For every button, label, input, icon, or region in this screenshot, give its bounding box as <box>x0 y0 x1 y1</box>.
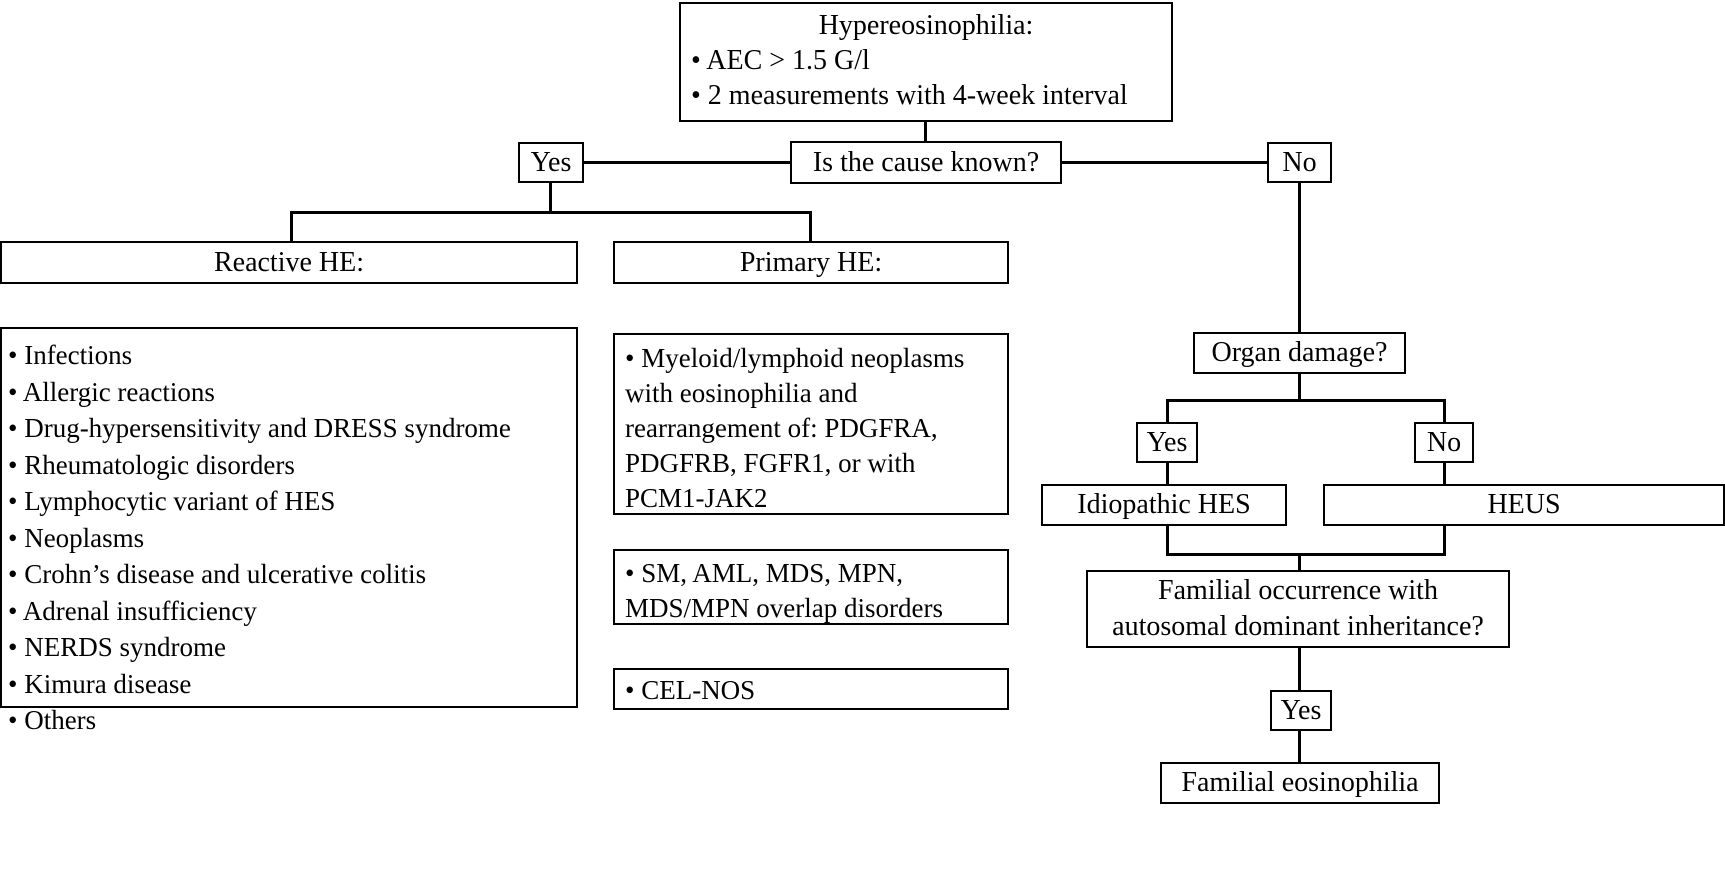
node-organ-damage-no[interactable]: No <box>1414 422 1474 463</box>
node-reactive-he-header: Reactive HE: <box>0 241 578 284</box>
reactive-item: • Crohn’s disease and ulcerative colitis <box>8 559 427 589</box>
hypereosinophilia-criterion-aec: • AEC > 1.5 G/l <box>691 45 870 76</box>
reactive-he-label: Reactive HE: <box>213 246 365 278</box>
node-heus: HEUS <box>1323 484 1725 526</box>
reactive-item: • Allergic reactions <box>8 376 215 407</box>
familial-occurrence-label: Familial occurrence with autosomal domin… <box>1112 575 1484 642</box>
node-primary-he-myeloid-disorders: • SM, AML, MDS, MPN, MDS/MPN overlap dis… <box>613 549 1009 625</box>
node-reactive-he-causes: • Infections • Allergic reactions • Drug… <box>0 327 578 735</box>
connector-no-to-organ-damage <box>1298 183 1301 332</box>
primary-he-group-3-text: • CEL-NOS <box>625 675 756 705</box>
node-familial-yes[interactable]: Yes <box>1270 690 1332 731</box>
hypereosinophilia-title: Hypereosinophilia: <box>818 10 1034 41</box>
node-primary-he-neoplasms: • Myeloid/lymphoid neoplasms with eosino… <box>613 333 1009 515</box>
organ-damage-yes-label: Yes <box>1146 426 1188 458</box>
is-cause-known-label: Is the cause known? <box>812 146 1040 178</box>
reactive-item: • Infections <box>8 340 133 370</box>
connector-no-to-heus <box>1443 463 1446 484</box>
connector-merge-to-familial-question <box>1298 553 1301 570</box>
reactive-item: • Rheumatologic disorders <box>8 449 295 480</box>
connector-cause-to-no <box>1062 161 1267 164</box>
connector-yes-down <box>549 183 552 213</box>
connector-bus-to-primary <box>809 211 812 241</box>
node-cause-known-yes[interactable]: Yes <box>518 142 584 183</box>
cause-known-yes-label: Yes <box>530 146 572 178</box>
reactive-item: • Others <box>8 705 97 735</box>
connector-organ-bus-to-yes <box>1166 399 1169 422</box>
reactive-item: • Neoplasms <box>8 522 145 553</box>
organ-damage-label: Organ damage? <box>1211 337 1388 368</box>
node-primary-he-cel-nos: • CEL-NOS <box>613 668 1009 710</box>
connector-idiopathic-down <box>1166 526 1169 555</box>
cause-known-no-label: No <box>1282 146 1317 178</box>
primary-he-group-2-text: • SM, AML, MDS, MPN, MDS/MPN overlap dis… <box>625 558 943 623</box>
connector-organ-split-bus <box>1166 399 1446 402</box>
connector-yes-to-familial-eosinophilia <box>1298 731 1301 762</box>
node-hypereosinophilia-definition: Hypereosinophilia: • AEC > 1.5 G/l • 2 m… <box>679 2 1173 122</box>
node-organ-damage-question[interactable]: Organ damage? <box>1193 332 1406 374</box>
idiopathic-hes-label: Idiopathic HES <box>1077 489 1251 520</box>
reactive-item: • Lymphocytic variant of HES <box>8 486 336 516</box>
node-familial-occurrence-question[interactable]: Familial occurrence with autosomal domin… <box>1086 570 1510 648</box>
connector-yes-split-bus <box>290 211 811 214</box>
node-organ-damage-yes[interactable]: Yes <box>1136 422 1198 463</box>
node-cause-known-no[interactable]: No <box>1267 142 1332 183</box>
familial-eosinophilia-label: Familial eosinophilia <box>1181 767 1419 798</box>
connector-bus-to-reactive <box>290 211 293 241</box>
connector-cause-to-yes <box>584 161 790 164</box>
familial-yes-label: Yes <box>1280 694 1322 726</box>
connector-merge-bus <box>1166 553 1446 556</box>
node-idiopathic-hes: Idiopathic HES <box>1041 484 1287 526</box>
connector-root-to-cause <box>924 122 927 142</box>
node-familial-eosinophilia: Familial eosinophilia <box>1160 762 1440 804</box>
reactive-item: • Drug-hypersensitivity and DRESS syndro… <box>8 413 511 443</box>
node-is-cause-known[interactable]: Is the cause known? <box>790 141 1062 184</box>
node-primary-he-header: Primary HE: <box>613 241 1009 284</box>
connector-familial-question-to-yes <box>1298 648 1301 690</box>
reactive-item: • NERDS syndrome <box>8 632 226 662</box>
connector-yes-to-idiopathic <box>1166 463 1169 484</box>
organ-damage-no-label: No <box>1426 426 1462 458</box>
hypereosinophilia-criterion-measurements: • 2 measurements with 4-week interval <box>691 80 1128 111</box>
primary-he-group-1-text: • Myeloid/lymphoid neoplasms with eosino… <box>625 343 965 513</box>
connector-organ-bus-to-no <box>1443 399 1446 422</box>
connector-heus-down <box>1443 526 1446 555</box>
heus-label: HEUS <box>1487 489 1561 520</box>
reactive-item: • Kimura disease <box>8 668 192 699</box>
primary-he-label: Primary HE: <box>739 246 883 278</box>
reactive-item: • Adrenal insufficiency <box>8 595 257 626</box>
connector-organ-down <box>1298 374 1301 401</box>
